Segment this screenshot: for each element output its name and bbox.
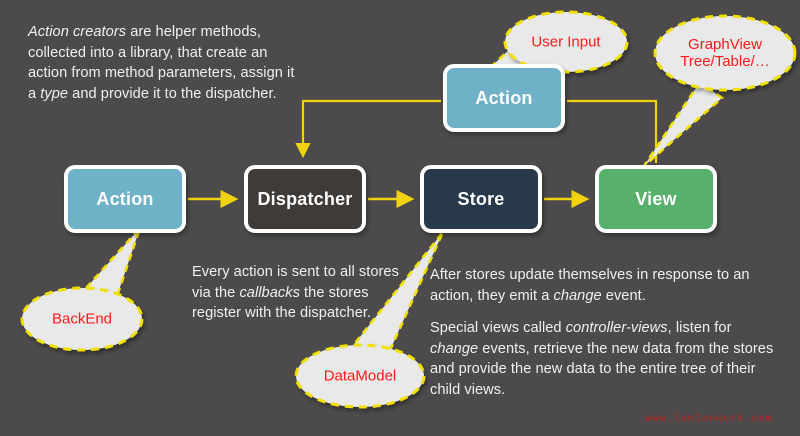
node-label: Action bbox=[475, 87, 533, 108]
callout-backend-label: BackEnd bbox=[51, 310, 113, 328]
paragraph-after-stores: After stores update themselves in respon… bbox=[430, 267, 750, 304]
node-label: View bbox=[635, 188, 677, 209]
node-action-user-input[interactable]: Action bbox=[443, 64, 565, 132]
paragraph-every-action: Every action is sent to all stores via t… bbox=[192, 264, 399, 322]
callout-tail-graphview bbox=[642, 80, 725, 167]
callout-tail-backend bbox=[75, 227, 142, 310]
node-view[interactable]: View bbox=[595, 165, 717, 233]
callout-bubble-user-input bbox=[503, 10, 629, 74]
paragraph-action-creators: Action creators are helper methods, coll… bbox=[28, 24, 295, 103]
callout-user-input-label: User Input bbox=[531, 33, 601, 51]
callout-datamodel: DataModel bbox=[296, 345, 424, 407]
node-label: Action bbox=[96, 188, 154, 209]
callout-bubble-graphview bbox=[653, 14, 797, 92]
watermark: www.lanlanwork.com bbox=[645, 414, 773, 425]
callout-graphview-label: GraphView Tree/Table/… bbox=[680, 35, 770, 70]
callout-backend: BackEnd bbox=[22, 288, 142, 350]
node-label: Dispatcher bbox=[257, 188, 353, 209]
node-label: Store bbox=[457, 188, 505, 209]
callout-graphview: GraphView Tree/Table/… bbox=[655, 16, 795, 90]
wire-action-top-to-dispatcher bbox=[295, 99, 441, 159]
callout-datamodel-label: DataModel bbox=[323, 367, 397, 385]
wire-view-to-action-top bbox=[567, 99, 658, 163]
callout-bubble-backend bbox=[20, 286, 144, 352]
node-dispatcher[interactable]: Dispatcher bbox=[244, 165, 366, 233]
node-store[interactable]: Store bbox=[420, 165, 542, 233]
paragraph-special-views: Special views called controller-views, l… bbox=[430, 320, 774, 399]
node-action-creators[interactable]: Action bbox=[64, 165, 186, 233]
callout-user-input: User Input bbox=[505, 12, 627, 72]
callout-bubble-datamodel bbox=[294, 343, 426, 409]
